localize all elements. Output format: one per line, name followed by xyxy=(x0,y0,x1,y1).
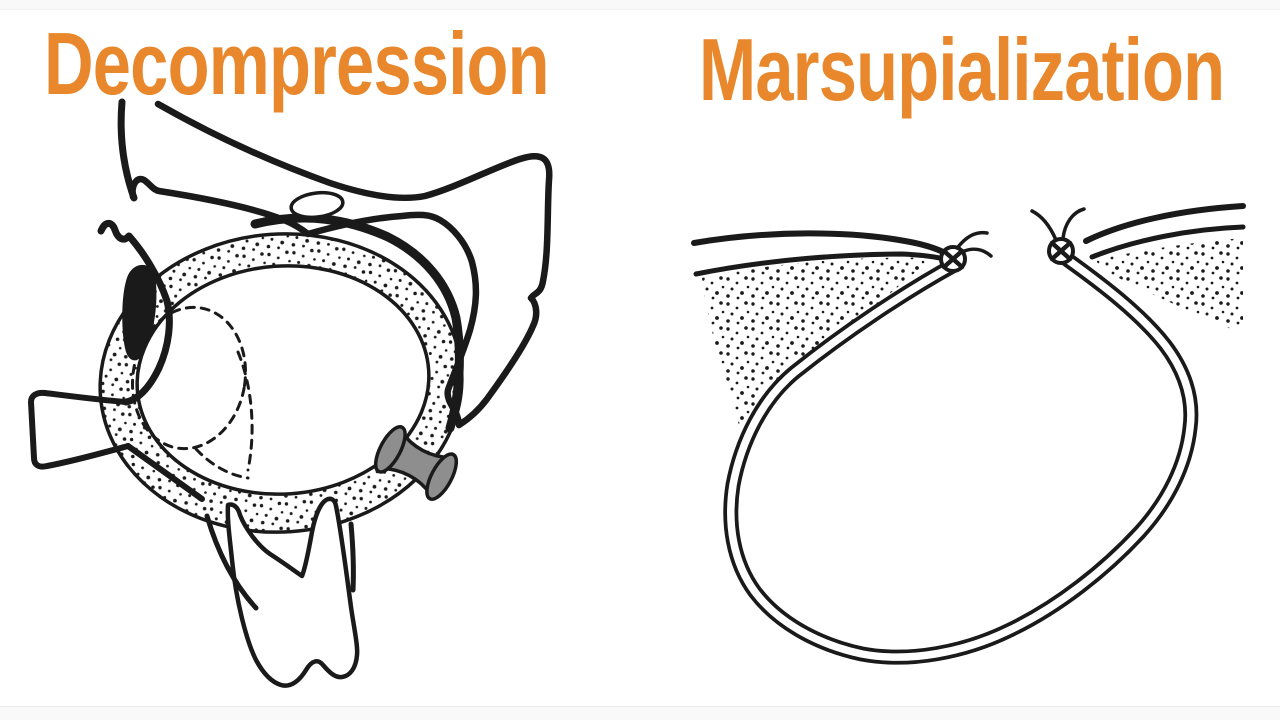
unerupted-tooth-dashed-outline xyxy=(130,305,248,451)
suture-thread-right-a xyxy=(1030,209,1058,242)
root-silhouette xyxy=(122,264,157,361)
thick-arc-over-cyst xyxy=(250,213,464,433)
nasal-floor-line-and-wing-inner xyxy=(129,175,480,429)
marsupialization-figure xyxy=(691,203,1246,665)
bottom-edge-band xyxy=(0,706,1280,720)
cyst-lumen xyxy=(135,264,431,496)
title-marsupialization: Marsupialization xyxy=(699,20,1225,119)
oral-mucosa-right-outer xyxy=(1083,203,1246,244)
jaw-outline-lower-left xyxy=(125,443,205,502)
oral-mucosa-left-outer xyxy=(691,230,956,261)
stent-flange-right xyxy=(425,452,459,501)
molar-tooth xyxy=(225,496,360,688)
unerupted-tooth-dashed-cervix xyxy=(194,447,250,480)
stent-flange-left xyxy=(373,425,407,474)
suture-thread-right-b xyxy=(1061,207,1086,240)
maxilla-diagonal-and-wing xyxy=(154,100,553,429)
top-edge-band xyxy=(0,0,1280,10)
oral-mucosa-right-inner xyxy=(1089,224,1246,260)
title-decompression: Decompression xyxy=(44,14,550,113)
suture-knot-left xyxy=(939,230,993,273)
suture-thread-left-b xyxy=(960,247,993,258)
everted-cyst-pouch-lumen xyxy=(727,256,1195,661)
suture-knot-left-cross xyxy=(941,248,965,270)
bone-stipple-right xyxy=(1096,238,1243,334)
unerupted-tooth-dashed-root xyxy=(236,350,254,472)
suture-knot-right-cross xyxy=(1049,240,1073,262)
incisive-canal-oval xyxy=(289,190,345,220)
suture-knot-right xyxy=(1030,207,1086,265)
oral-mucosa-left-inner xyxy=(693,251,950,277)
periodontal-line-left xyxy=(204,513,259,611)
suture-thread-left-a xyxy=(956,230,989,249)
anterior-bone-zigzag-outline xyxy=(97,219,173,406)
decompression-stent xyxy=(373,425,459,501)
anterior-nasal-spine-spout xyxy=(28,389,131,470)
bone-stipple-left xyxy=(702,257,932,428)
periodontal-line-right xyxy=(348,521,356,593)
decompression-figure xyxy=(28,98,553,688)
